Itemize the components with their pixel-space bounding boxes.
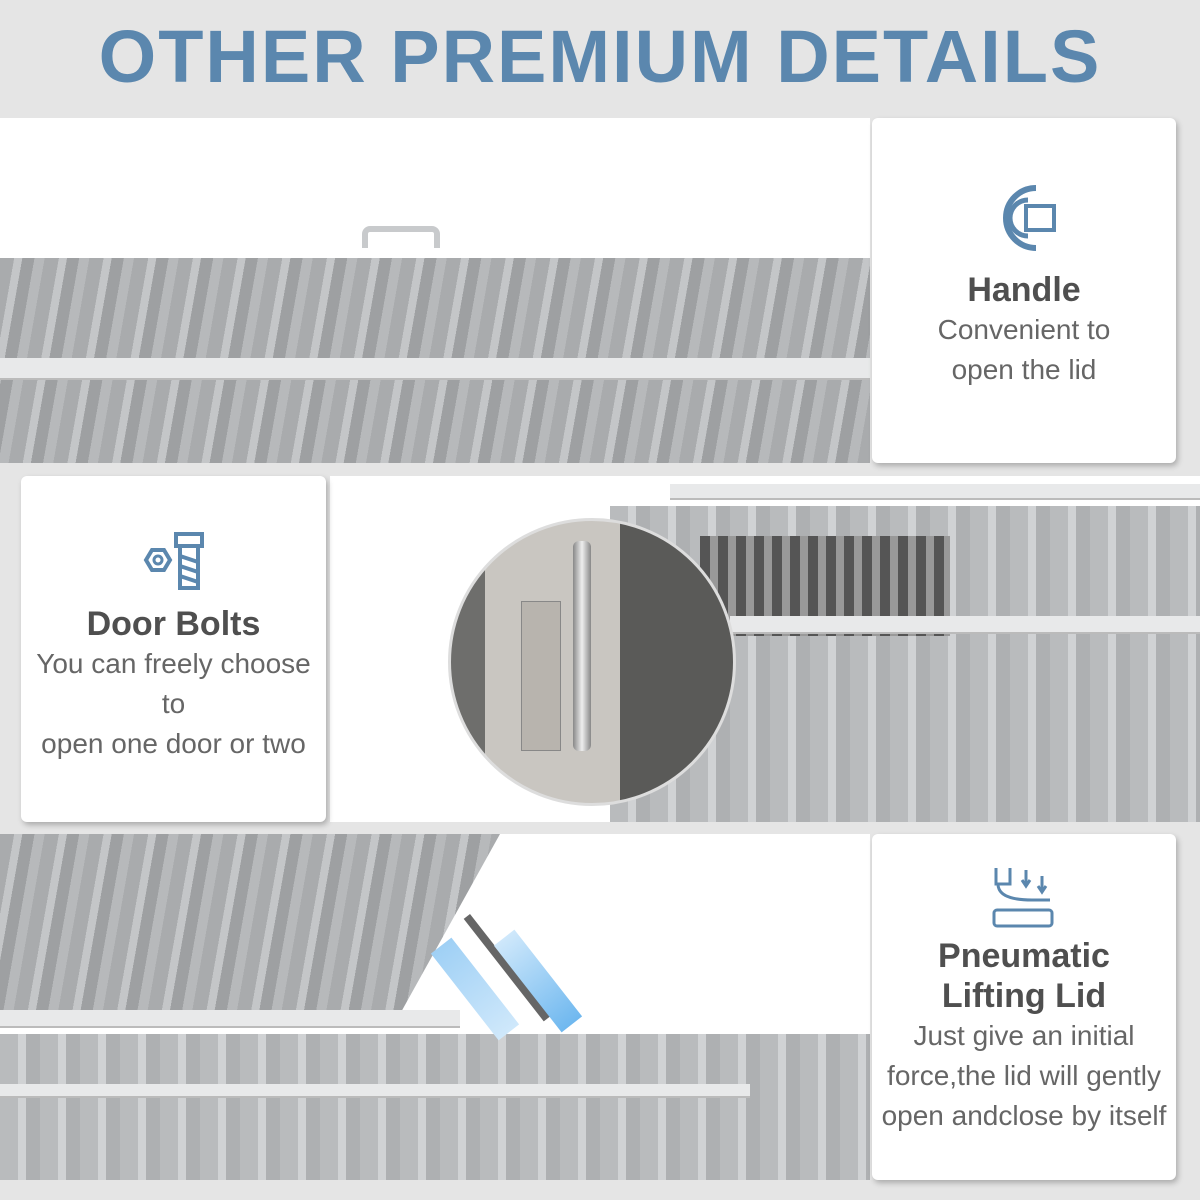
pneumatic-photo	[0, 834, 870, 1180]
feature-desc-line: open andclose by itself	[881, 1100, 1167, 1131]
bolt-closeup	[448, 518, 736, 806]
feature-card-handle: Handle Convenient to open the lid	[872, 118, 1176, 463]
feature-desc-line: force,the lid will gently	[887, 1060, 1161, 1091]
bolt-icon	[143, 532, 204, 590]
feature-desc-line: open one door or two	[41, 728, 306, 759]
feature-card-pneumatic-lid: Pneumatic Lifting Lid Just give an initi…	[872, 834, 1176, 1180]
feature-title: Handle	[967, 271, 1081, 309]
feature-desc-line: Convenient to	[937, 314, 1111, 345]
feature-title: Lifting Lid	[941, 977, 1107, 1015]
feature-desc-line: open the lid	[951, 354, 1097, 385]
feature-card-door-bolts: Door Bolts You can freely choose to open…	[21, 476, 326, 822]
feature-desc-line: You can freely choose to	[36, 648, 311, 719]
pneumatic-lid-icon	[992, 868, 1054, 928]
lid-handle	[362, 226, 440, 248]
handle-icon	[1003, 185, 1056, 251]
door-bolt-photo	[330, 476, 1200, 822]
feature-title: Pneumatic	[938, 937, 1110, 975]
feature-desc-line: Just give an initial	[913, 1020, 1135, 1051]
handle-photo	[0, 118, 870, 463]
feature-title: Door Bolts	[86, 605, 261, 643]
page-title: OTHER PREMIUM DETAILS	[98, 15, 1102, 98]
